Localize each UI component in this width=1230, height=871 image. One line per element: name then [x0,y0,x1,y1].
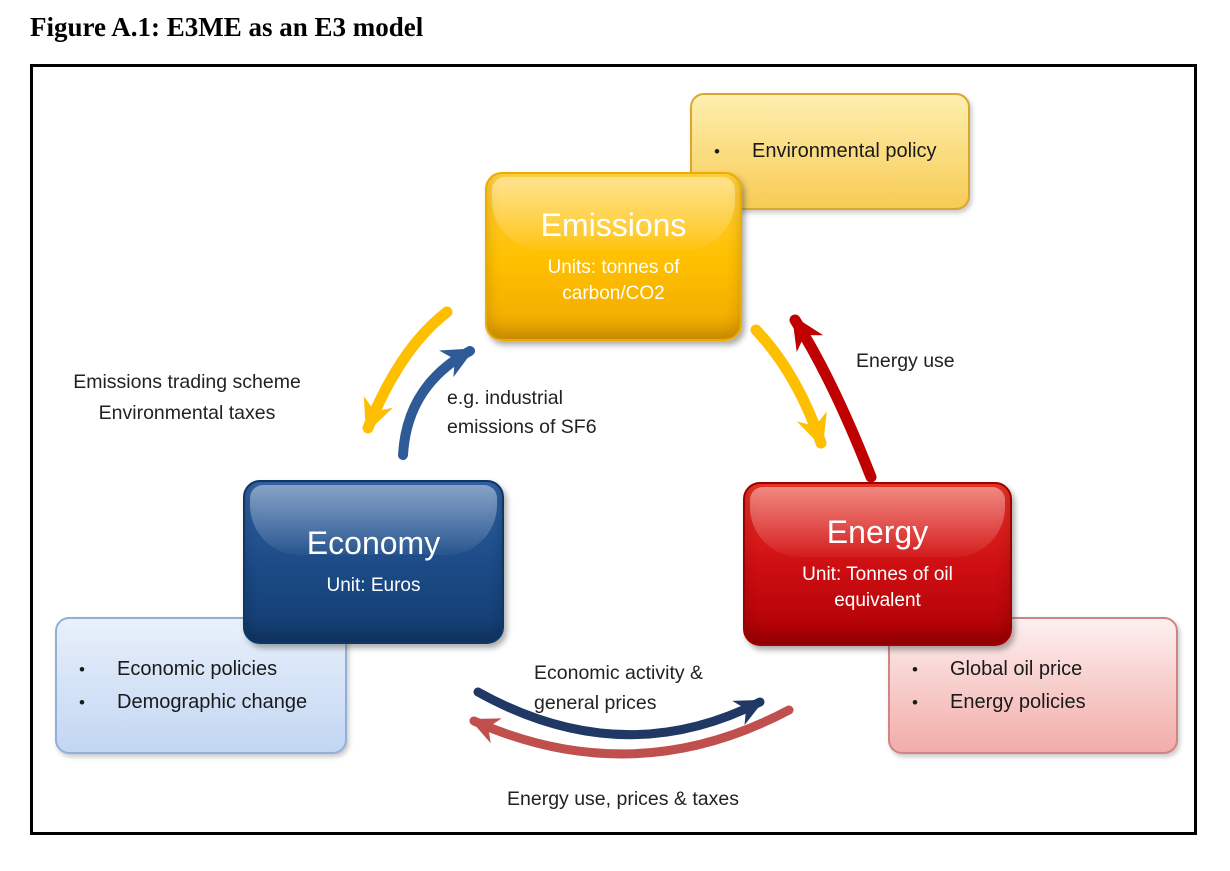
label-energy-use-prices-taxes: Energy use, prices & taxes [507,788,739,810]
callout-energy-inputs: • Global oil price • Energy policies [888,617,1178,754]
list-item: • Global oil price [912,654,1176,685]
label-line: Emissions trading scheme [73,371,301,393]
callout-text: Demographic change [117,690,308,713]
figure-title: Figure A.1: E3ME as an E3 model [30,12,424,42]
label-economic-activity: Economic activity & general prices [534,662,704,714]
label-line: Environmental taxes [98,402,276,424]
bullet-icon: • [912,659,918,679]
label-energy-use: Energy use [856,350,955,372]
callout-text: Economic policies [117,657,278,680]
bullet-icon: • [714,142,720,161]
list-item: • Demographic change [79,687,345,718]
node-title: Energy [826,514,929,550]
bullet-icon: • [912,692,918,712]
node-economy: Economy Unit: Euros [243,480,504,644]
label-industrial-emissions-sf6: e.g. industrial emissions of SF6 [447,387,597,438]
callout-text: Environmental policy [752,140,937,162]
node-unit: Unit: Tonnes of oil equivalent [802,564,953,611]
callout-environmental-policy: • Environmental policy [690,93,970,210]
callout-economy-inputs: • Economic policies • Demographic change [55,617,347,754]
node-emissions: Emissions Units: tonnes of carbon/CO2 [485,172,742,341]
bullet-icon: • [79,659,85,679]
label-emissions-trading-scheme: Emissions trading scheme Environmental t… [58,367,316,429]
bullet-icon: • [79,692,85,712]
node-energy: Energy Unit: Tonnes of oil equivalent [743,482,1012,646]
node-title: Emissions [540,206,687,243]
list-item: • Energy policies [912,687,1176,718]
node-title: Economy [306,525,441,561]
list-item: • Economic policies [79,654,345,685]
node-unit: Unit: Euros [326,575,421,596]
callout-text: Energy policies [950,690,1086,713]
node-unit: Units: tonnes of carbon/CO2 [547,256,680,304]
list-item: • Environmental policy [714,136,968,167]
callout-text: Global oil price [950,657,1083,680]
